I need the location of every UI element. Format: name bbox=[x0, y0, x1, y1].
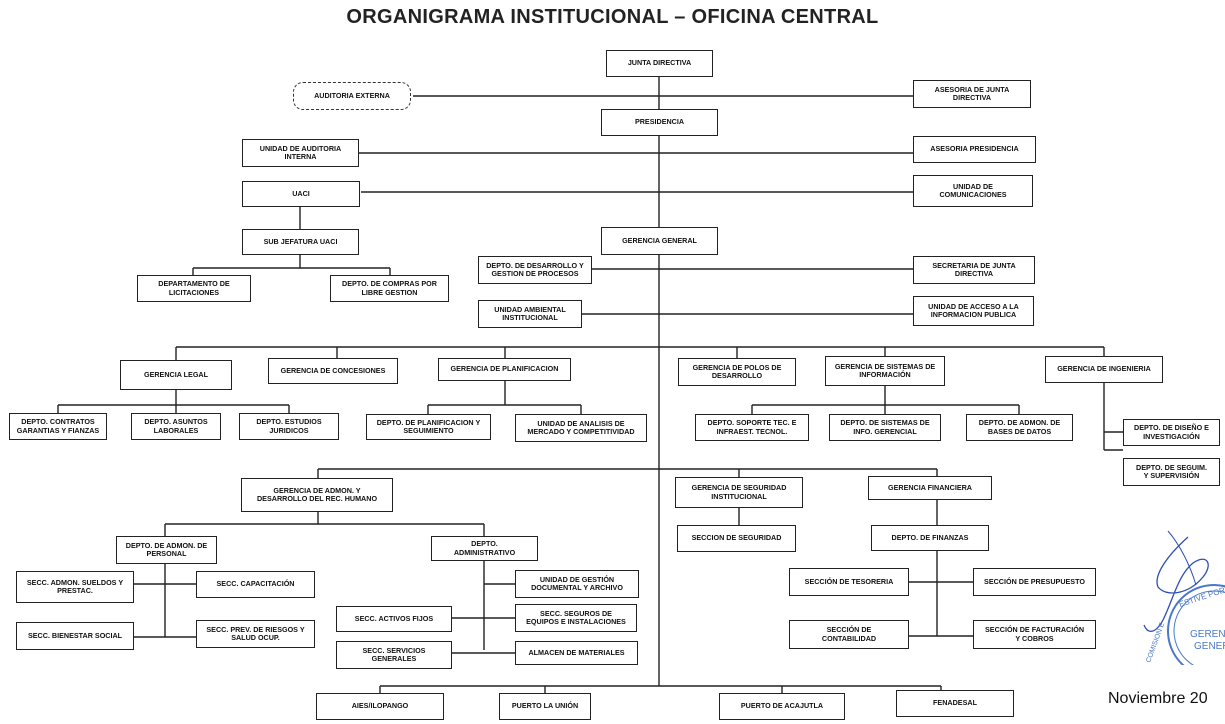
node-secc-activos-fijos: SECC. ACTIVOS FIJOS bbox=[336, 606, 452, 632]
node-asesoria-junta: ASESORIA DE JUNTA DIRECTIVA bbox=[913, 80, 1031, 108]
node-depto-seguimiento: DEPTO. DE SEGUIM. Y SUPERVISIÓN bbox=[1123, 458, 1220, 486]
node-unidad-ambiental: UNIDAD AMBIENTAL INSTITUCIONAL bbox=[478, 300, 582, 328]
node-sub-jefatura-uaci: SUB JEFATURA UACI bbox=[242, 229, 359, 255]
node-fenadesal: FENADESAL bbox=[896, 690, 1014, 717]
node-seccion-facturacion: SECCIÓN DE FACTURACIÓN Y COBROS bbox=[973, 620, 1096, 649]
node-gerencia-general: GERENCIA GENERAL bbox=[601, 227, 718, 255]
node-aies-ilopango: AIES/ILOPANGO bbox=[316, 693, 444, 720]
node-puerto-acajutla: PUERTO DE ACAJUTLA bbox=[719, 693, 845, 720]
node-almacen-materiales: ALMACEN DE MATERIALES bbox=[515, 641, 638, 665]
node-secc-capacitacion: SECC. CAPACITACIÓN bbox=[196, 571, 315, 598]
node-gerencia-ingenieria: GERENCIA DE INGENIERIA bbox=[1045, 356, 1163, 383]
node-gerencia-legal: GERENCIA LEGAL bbox=[120, 360, 232, 390]
node-secc-servicios-generales: SECC. SERVICIOS GENERALES bbox=[336, 641, 452, 669]
node-uaci: UACI bbox=[242, 181, 360, 207]
node-gerencia-sistemas: GERENCIA DE SISTEMAS DE INFORMACIÓN bbox=[825, 356, 945, 386]
node-depto-finanzas: DEPTO. DE FINANZAS bbox=[871, 525, 989, 551]
node-secc-seguros: SECC. SEGUROS DE EQUIPOS E INSTALACIONES bbox=[515, 604, 637, 632]
node-unidad-auditoria-interna: UNIDAD DE AUDITORIA INTERNA bbox=[242, 139, 359, 167]
node-depto-compras: DEPTO. DE COMPRAS POR LIBRE GESTION bbox=[330, 275, 449, 302]
node-secc-riesgos: SECC. PREV. DE RIESGOS Y SALUD OCUP. bbox=[196, 620, 315, 648]
node-gerencia-rrhh: GERENCIA DE ADMON. Y DESARROLLO DEL REC.… bbox=[241, 478, 393, 512]
node-seccion-presupuesto: SECCIÓN DE PRESUPUESTO bbox=[973, 568, 1096, 596]
node-depto-sistemas-info: DEPTO. DE SISTEMAS DE INFO. GERENCIAL bbox=[829, 414, 941, 441]
node-depto-licitaciones: DEPARTAMENTO DE LICITACIONES bbox=[137, 275, 251, 302]
node-depto-estudios-juridicos: DEPTO. ESTUDIOS JURIDICOS bbox=[239, 413, 339, 440]
node-unidad-comunicaciones: UNIDAD DE COMUNICACIONES bbox=[913, 175, 1033, 207]
node-unidad-analisis-mercado: UNIDAD DE ANALISIS DE MERCADO Y COMPETIT… bbox=[515, 414, 647, 442]
node-junta-directiva: JUNTA DIRECTIVA bbox=[606, 50, 713, 77]
node-depto-desarrollo-procesos: DEPTO. DE DESARROLLO Y GESTION DE PROCES… bbox=[478, 256, 592, 284]
node-depto-admon-personal: DEPTO. DE ADMON. DE PERSONAL bbox=[116, 536, 217, 564]
date-text: Noviembre 20 bbox=[1108, 690, 1208, 707]
stamp-text-right-1: GERENC bbox=[1190, 629, 1225, 640]
node-secretaria-junta: SECRETARIA DE JUNTA DIRECTIVA bbox=[913, 256, 1035, 284]
stamp-text-right-2: GENER bbox=[1194, 641, 1225, 652]
node-depto-soporte-tec: DEPTO. SOPORTE TEC. E INFRAEST. TECNOL. bbox=[695, 414, 809, 441]
node-puerto-la-union: PUERTO LA UNIÓN bbox=[499, 693, 591, 720]
stamp-text-left: COMISION E bbox=[1145, 622, 1166, 664]
node-depto-bases-datos: DEPTO. DE ADMON. DE BASES DE DATOS bbox=[966, 414, 1073, 441]
node-asesoria-presidencia: ASESORIA PRESIDENCIA bbox=[913, 136, 1036, 163]
node-gerencia-planificacion: GERENCIA DE PLANIFICACION bbox=[438, 358, 571, 381]
chart-title: ORGANIGRAMA INSTITUCIONAL – OFICINA CENT… bbox=[346, 6, 879, 28]
node-depto-administrativo: DEPTO. ADMINISTRATIVO bbox=[431, 536, 538, 561]
node-seccion-seguridad: SECCION DE SEGURIDAD bbox=[677, 525, 796, 552]
node-depto-planificacion-seguimiento: DEPTO. DE PLANIFICACION Y SEGUIMIENTO bbox=[366, 414, 491, 440]
node-gerencia-concesiones: GERENCIA DE CONCESIONES bbox=[268, 358, 398, 384]
node-secc-sueldos: SECC. ADMON. SUELDOS Y PRESTAC. bbox=[16, 571, 134, 603]
node-auditoria-externa: AUDITORIA EXTERNA bbox=[293, 82, 411, 110]
node-gerencia-financiera: GERENCIA FINANCIERA bbox=[868, 476, 992, 500]
node-secc-bienestar: SECC. BIENESTAR SOCIAL bbox=[16, 622, 134, 650]
node-gerencia-seguridad: GERENCIA DE SEGURIDAD INSTITUCIONAL bbox=[675, 477, 803, 508]
official-stamp-seal: ESTIVE PORT COMISION E GERENC GENER bbox=[1143, 530, 1225, 665]
node-unidad-acceso-info: UNIDAD DE ACCESO A LA INFORMACION PUBLIC… bbox=[913, 296, 1034, 326]
node-depto-asuntos-laborales: DEPTO. ASUNTOS LABORALES bbox=[131, 413, 221, 440]
node-depto-contratos: DEPTO. CONTRATOS GARANTIAS Y FIANZAS bbox=[9, 413, 107, 440]
node-depto-diseno: DEPTO. DE DISEÑO E INVESTIGACIÓN bbox=[1123, 419, 1220, 446]
node-seccion-tesoreria: SECCIÓN DE TESORERIA bbox=[789, 568, 909, 596]
node-unidad-gestion-documental: UNIDAD DE GESTIÓN DOCUMENTAL Y ARCHIVO bbox=[515, 570, 639, 598]
node-seccion-contabilidad: SECCIÓN DE CONTABILIDAD bbox=[789, 620, 909, 649]
node-presidencia: PRESIDENCIA bbox=[601, 109, 718, 136]
node-gerencia-polos: GERENCIA DE POLOS DE DESARROLLO bbox=[678, 358, 796, 386]
